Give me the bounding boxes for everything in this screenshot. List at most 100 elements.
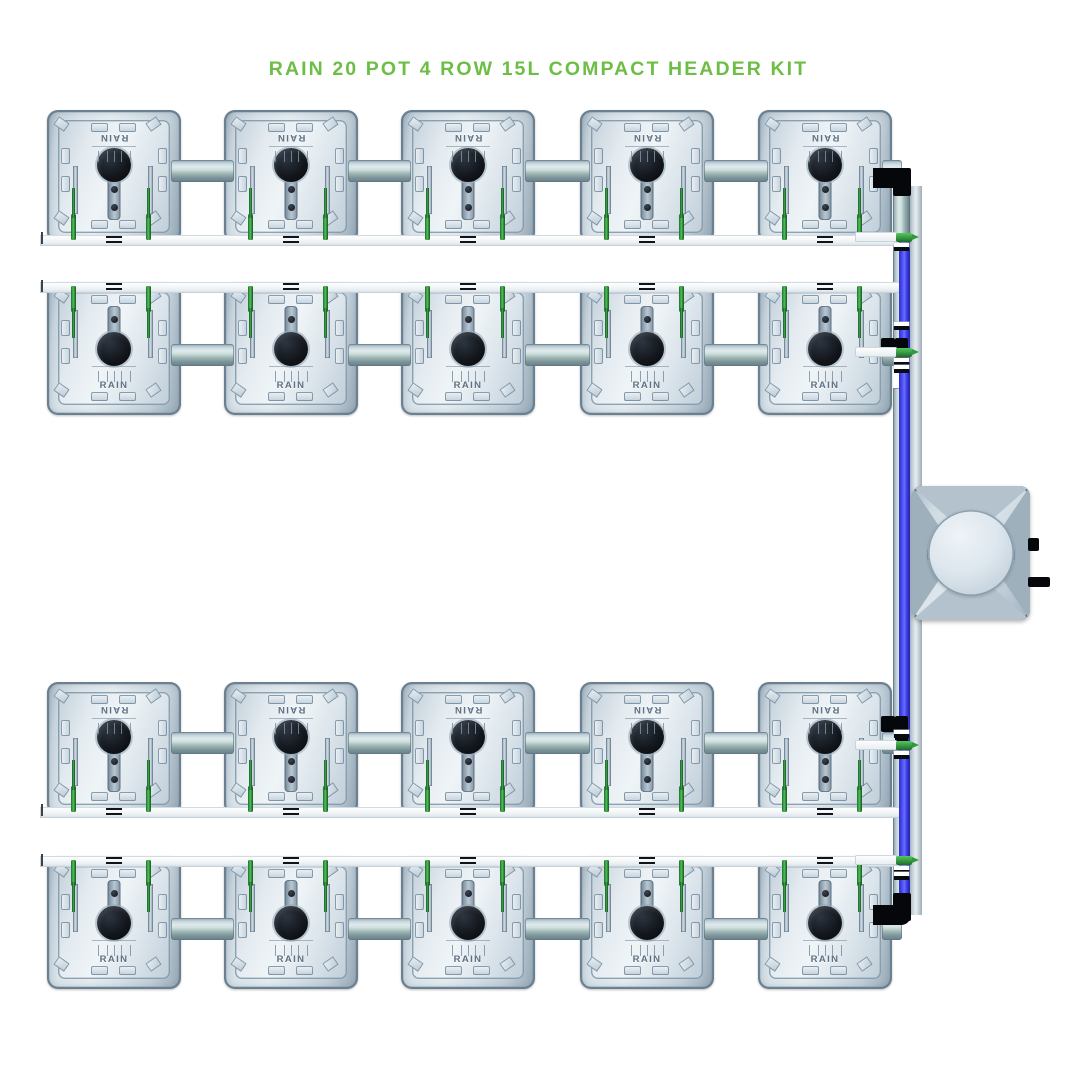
pot-sprinkler-glyph (269, 718, 313, 734)
pot[interactable]: RAIN (401, 856, 535, 989)
pot-sprinkler-glyph (269, 940, 313, 956)
pipe-clip (460, 236, 476, 239)
pot-edge-tab (652, 966, 669, 975)
pot-feeder-rail (502, 884, 507, 932)
controller-lid[interactable] (928, 510, 1014, 596)
pot-side-tab (158, 720, 167, 736)
takeoff-valve-4[interactable] (896, 856, 919, 865)
drip-stem (783, 308, 786, 338)
pot-side-tab (335, 922, 344, 938)
pipe-clip (283, 813, 299, 816)
pot-drain-channel (818, 176, 832, 220)
pot[interactable]: RAIN (47, 282, 181, 415)
pot-side-tab (415, 922, 424, 938)
pot[interactable]: RAIN (758, 856, 892, 989)
pot-body: RAIN (580, 110, 714, 243)
pipe-clip (283, 857, 299, 860)
pot[interactable]: RAIN (580, 110, 714, 243)
drip-stem (147, 188, 150, 218)
drip-stem (324, 188, 327, 218)
pot-drain-channel (461, 748, 475, 792)
drip-fitting (248, 214, 253, 240)
pot-body: RAIN (224, 282, 358, 415)
drip-fitting (782, 786, 787, 812)
pot-side-tab (335, 748, 344, 764)
pot[interactable]: RAIN (580, 856, 714, 989)
pot-side-tab (512, 748, 521, 764)
pot-side-tab (691, 320, 700, 336)
manifold-band-white-3 (894, 730, 909, 734)
pot[interactable]: RAIN (758, 110, 892, 243)
pot[interactable]: RAIN (401, 682, 535, 815)
pot-edge-tab (91, 695, 108, 704)
drip-stem (324, 760, 327, 790)
pot-side-tab (61, 894, 70, 910)
pot[interactable]: RAIN (47, 682, 181, 815)
drip-fitting (323, 860, 328, 886)
pot-side-tab (594, 348, 603, 364)
pot-edge-tab (296, 123, 313, 132)
pot-body: RAIN (47, 682, 181, 815)
pot-side-tab (594, 748, 603, 764)
pipe-clip (106, 236, 122, 239)
takeoff-valve-2[interactable] (896, 348, 919, 357)
pipe-clip (817, 288, 833, 291)
pot-side-tab (512, 320, 521, 336)
pot-side-tab (61, 922, 70, 938)
pot-feeder-rail (606, 884, 611, 932)
takeoff-band-black-2 (894, 362, 909, 366)
drip-stem (426, 760, 429, 790)
pot-edge-tab (624, 792, 641, 801)
pot-side-tab (61, 348, 70, 364)
pot[interactable]: RAIN (224, 110, 358, 243)
pot-side-tab (772, 922, 781, 938)
controller-unit[interactable] (912, 486, 1050, 620)
pot-edge-tab (268, 966, 285, 975)
drip-stem (680, 882, 683, 912)
drip-fitting (425, 286, 430, 312)
feed-pipe (525, 732, 590, 754)
takeoff-valve-1[interactable] (896, 233, 919, 242)
pot-feeder-rail (325, 884, 330, 932)
return-pipe-endcap (41, 854, 43, 866)
pot[interactable]: RAIN (580, 282, 714, 415)
pot-brand-label: RAIN (99, 954, 129, 965)
drip-fitting (857, 286, 862, 312)
pot[interactable]: RAIN (47, 110, 181, 243)
pot[interactable]: RAIN (47, 856, 181, 989)
drip-fitting (679, 860, 684, 886)
pot-drain-hole (451, 906, 485, 940)
pot[interactable]: RAIN (224, 682, 358, 815)
pot-edge-tab (624, 695, 641, 704)
pot-side-tab (869, 922, 878, 938)
pot-feeder-rail (859, 310, 864, 358)
pot[interactable]: RAIN (224, 282, 358, 415)
drip-stem (783, 188, 786, 218)
pot-edge-tab (268, 869, 285, 878)
pot-drain-channel (818, 748, 832, 792)
pipe-clip (460, 283, 476, 286)
pot-brand-label: RAIN (453, 704, 483, 715)
pot-edge-tab (296, 220, 313, 229)
pot-body: RAIN (401, 282, 535, 415)
pot-edge-tab (624, 392, 641, 401)
drip-fitting (500, 286, 505, 312)
pot-body: RAIN (580, 682, 714, 815)
pot-sprinkler-glyph (803, 366, 847, 382)
pot[interactable]: RAIN (224, 856, 358, 989)
takeoff-valve-3[interactable] (896, 741, 919, 750)
drip-stem (501, 760, 504, 790)
pot-side-tab (772, 748, 781, 764)
feed-pipe (171, 732, 234, 754)
pot[interactable]: RAIN (401, 110, 535, 243)
drip-fitting (782, 286, 787, 312)
pot[interactable]: RAIN (580, 682, 714, 815)
pot[interactable]: RAIN (401, 282, 535, 415)
pot-side-tab (691, 148, 700, 164)
controller-port-upper (1028, 538, 1039, 551)
pot-brand-label: RAIN (276, 704, 306, 715)
pot-edge-tab (91, 966, 108, 975)
pot-edge-tab (624, 295, 641, 304)
pot-side-tab (512, 720, 521, 736)
